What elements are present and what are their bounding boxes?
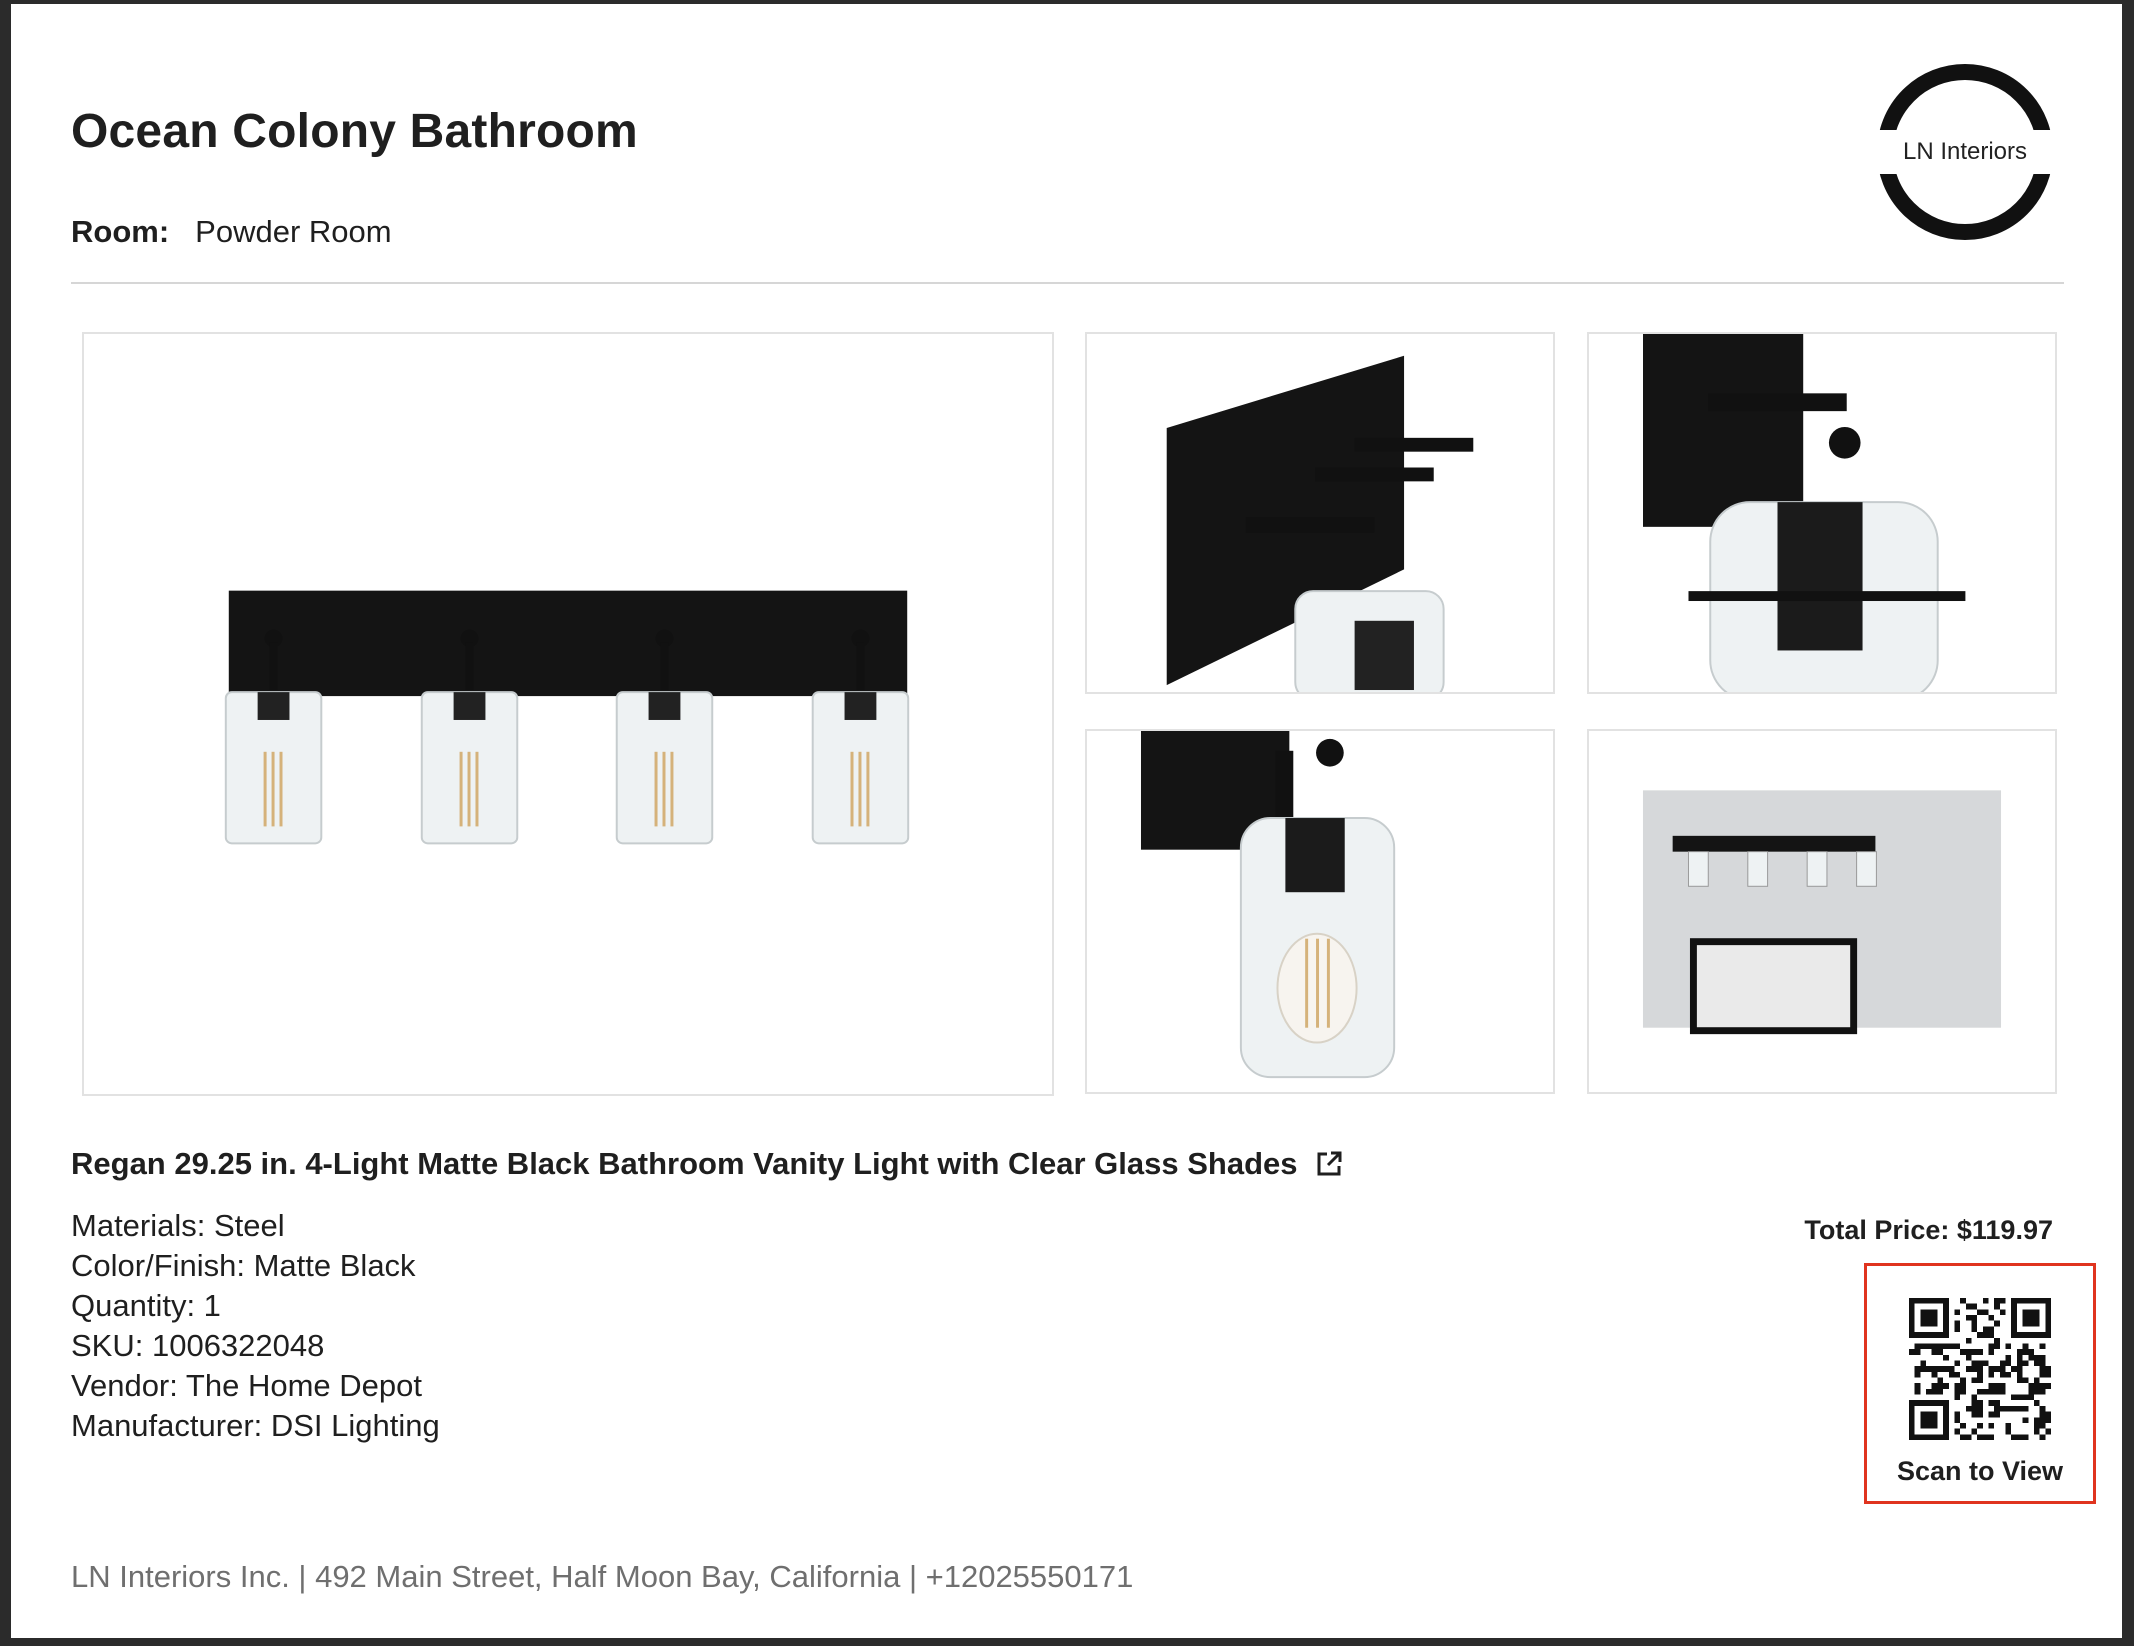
vanity-light-illustration: [224, 590, 910, 845]
product-main-image[interactable]: [82, 332, 1054, 1096]
spec-materials: Materials: Steel: [71, 1208, 285, 1243]
fixture-shades: [224, 629, 910, 845]
company-logo: LN Interiors: [1873, 60, 2057, 244]
product-specs: Materials: Steel Color/Finish: Matte Bla…: [71, 1206, 440, 1446]
logo-ring-icon: [1873, 64, 2057, 240]
backplate-angle-illustration: [1166, 355, 1474, 692]
shade-closeup-illustration: [1643, 334, 1966, 692]
single-shade-illustration: [1140, 731, 1396, 1079]
spec-vendor: Vendor: The Home Depot: [71, 1368, 422, 1403]
qr-caption: Scan to View: [1896, 1456, 2064, 1486]
external-link-icon[interactable]: [1314, 1149, 1344, 1179]
spec-manufacturer: Manufacturer: DSI Lighting: [71, 1408, 440, 1443]
product-thumbnail-shade[interactable]: [1085, 729, 1555, 1094]
room-line: Room: Powder Room: [71, 214, 392, 250]
room-value: Powder Room: [195, 214, 392, 249]
total-price: Total Price: $119.97: [1804, 1215, 2053, 1245]
footer-contact: LN Interiors Inc. | 492 Main Street, Hal…: [71, 1559, 1134, 1594]
spec-color-finish: Color/Finish: Matte Black: [71, 1248, 416, 1283]
spec-sku: SKU: 1006322048: [71, 1328, 325, 1363]
room-scene-illustration: [1642, 790, 2002, 1035]
product-thumbnail-closeup[interactable]: [1587, 332, 2057, 694]
qr-code-icon[interactable]: [1909, 1298, 2051, 1440]
spec-quantity: Quantity: 1: [71, 1288, 221, 1323]
product-thumbnail-room[interactable]: [1587, 729, 2057, 1094]
spec-sheet-page: Ocean Colony Bathroom Room: Powder Room L…: [11, 4, 2122, 1638]
room-label: Room:: [71, 214, 170, 249]
product-name: Regan 29.25 in. 4-Light Matte Black Bath…: [71, 1146, 1344, 1182]
qr-code-panel[interactable]: Scan to View: [1864, 1263, 2096, 1504]
header-divider: [71, 282, 2064, 284]
logo-text: LN Interiors: [1902, 138, 2028, 165]
product-thumbnail-angle[interactable]: [1085, 332, 1555, 694]
product-name-text: Regan 29.25 in. 4-Light Matte Black Bath…: [71, 1146, 1298, 1181]
page-title: Ocean Colony Bathroom: [71, 105, 638, 158]
